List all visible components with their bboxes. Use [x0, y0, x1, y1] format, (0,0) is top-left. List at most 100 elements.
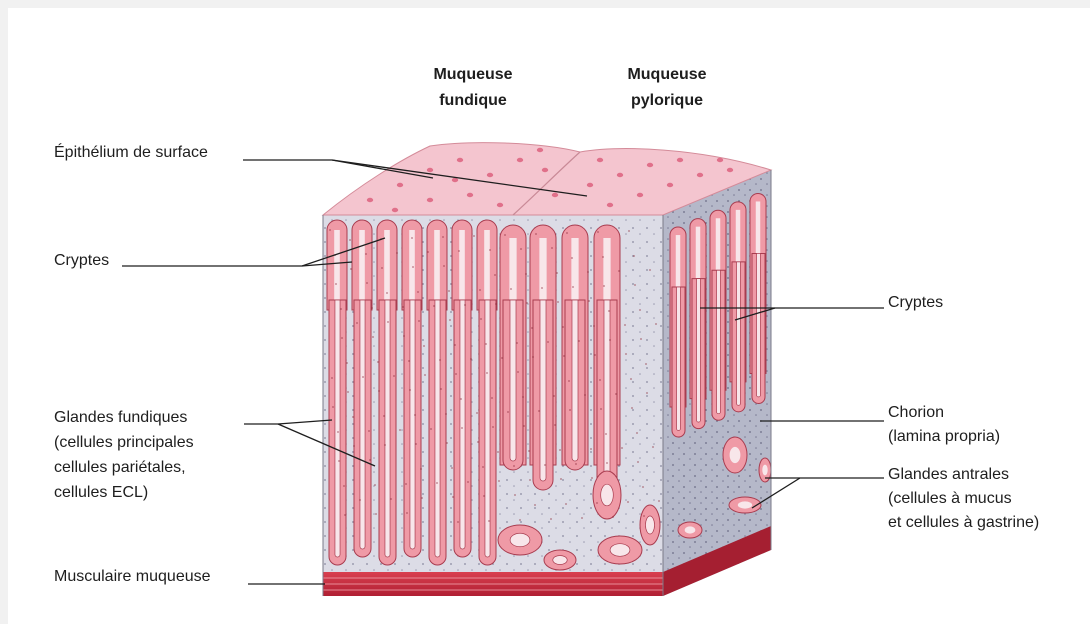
cell-nucleus-123: [590, 448, 592, 450]
cell-nucleus-116: [331, 377, 333, 379]
cell-nucleus-30: [449, 319, 451, 321]
label-fundic-glands: Glandes fundiques (cellules principales …: [54, 405, 194, 505]
cell-nucleus-170: [349, 239, 351, 241]
cell-nucleus-82: [393, 375, 395, 377]
cell-nucleus-77: [538, 410, 540, 412]
cell-nucleus-109: [402, 306, 404, 308]
cell-nucleus-177: [608, 310, 610, 312]
cell-nucleus-106: [621, 447, 623, 449]
cell-nucleus-12: [443, 265, 445, 267]
side-gland-3-lumen: [737, 262, 741, 405]
cell-nucleus-86: [541, 287, 543, 289]
cell-nucleus-70: [609, 339, 611, 341]
side-gland-1-lumen: [697, 279, 701, 422]
cell-nucleus-17: [628, 230, 630, 232]
antral-glands-line-3: et cellules à gastrine): [888, 511, 1039, 535]
cell-nucleus-144: [377, 361, 379, 363]
side-antral-lumen-2: [762, 465, 767, 476]
cell-nucleus-157: [528, 450, 530, 452]
side-gland-2-lumen: [717, 270, 721, 413]
cell-nucleus-152: [343, 485, 345, 487]
cell-nucleus-63: [350, 268, 352, 270]
cell-nucleus-41: [526, 302, 528, 304]
surface-pore-13: [647, 163, 653, 167]
pyloric-gland-1-lumen: [540, 300, 546, 481]
cell-nucleus-55: [384, 444, 386, 446]
cell-nucleus-155: [454, 344, 456, 346]
antral-gland-lumen-2: [610, 544, 630, 557]
fundic-gland-0-lumen: [335, 300, 340, 557]
cell-nucleus-141: [596, 502, 598, 504]
cell-nucleus-71: [646, 392, 648, 394]
cell-nucleus-143: [340, 308, 342, 310]
cell-nucleus-10: [369, 459, 371, 461]
surface-pore-5: [517, 158, 523, 162]
cell-nucleus-134: [337, 431, 339, 433]
cell-nucleus-24: [557, 301, 559, 303]
surface-pore-2: [427, 168, 433, 172]
cell-nucleus-117: [368, 430, 370, 432]
cell-nucleus-90: [359, 499, 361, 501]
cell-nucleus-36: [341, 337, 343, 339]
cell-nucleus-61: [606, 462, 608, 464]
fundic-glands-line-3: cellules pariétales,: [54, 455, 194, 480]
cell-nucleus-43: [600, 408, 602, 410]
cell-nucleus-56: [421, 497, 423, 499]
cell-nucleus-45: [344, 514, 346, 516]
cell-nucleus-102: [473, 235, 475, 237]
cell-nucleus-91: [396, 252, 398, 254]
cell-nucleus-118: [405, 483, 407, 485]
cell-nucleus-119: [442, 236, 444, 238]
cell-nucleus-135: [374, 484, 376, 486]
cell-nucleus-137: [448, 290, 450, 292]
cell-nucleus-3: [440, 388, 442, 390]
surface-pore-6: [542, 168, 548, 172]
cell-nucleus-113: [550, 518, 552, 520]
surface-pore-0: [367, 198, 373, 202]
cell-nucleus-126: [371, 307, 373, 309]
cell-nucleus-165: [494, 274, 496, 276]
cell-nucleus-132: [593, 325, 595, 327]
cell-nucleus-39: [452, 496, 454, 498]
cell-nucleus-35: [634, 284, 636, 286]
label-crypts-left: Cryptes: [54, 250, 109, 272]
cell-nucleus-149: [562, 326, 564, 328]
label-chorion: Chorion (lamina propria): [888, 401, 1000, 449]
fundic-crypt-0-lumen: [334, 230, 340, 310]
cell-nucleus-167: [568, 380, 570, 382]
cell-nucleus-158: [565, 503, 567, 505]
pyloric-gland-0-lumen: [510, 300, 516, 461]
cell-nucleus-59: [532, 356, 534, 358]
surface-pore-20: [452, 178, 458, 182]
cell-nucleus-139: [522, 396, 524, 398]
cell-nucleus-121: [516, 342, 518, 344]
cell-nucleus-92: [433, 305, 435, 307]
chorion-line-1: Chorion: [888, 401, 1000, 425]
cell-nucleus-9: [332, 406, 334, 408]
cell-nucleus-160: [639, 309, 641, 311]
cell-nucleus-49: [492, 426, 494, 428]
surface-pore-4: [487, 173, 493, 177]
cell-nucleus-31: [486, 372, 488, 374]
cell-nucleus-166: [531, 327, 533, 329]
fundic-gland-6-lumen: [485, 300, 490, 557]
cell-nucleus-28: [375, 513, 377, 515]
cell-nucleus-19: [372, 336, 374, 338]
surface-pore-24: [717, 158, 723, 162]
fundic-crypt-4-lumen: [434, 230, 440, 310]
cell-nucleus-8: [625, 353, 627, 355]
surface-pore-22: [537, 148, 543, 152]
cell-nucleus-29: [412, 266, 414, 268]
header-fundic-line-1: Muqueuse: [418, 62, 528, 88]
cell-nucleus-68: [535, 233, 537, 235]
surface-pore-7: [427, 198, 433, 202]
surface-pore-15: [697, 173, 703, 177]
cell-nucleus-52: [603, 285, 605, 287]
side-gland-4-lumen: [757, 253, 761, 396]
cell-nucleus-111: [476, 412, 478, 414]
label-crypts-right: Cryptes: [888, 292, 943, 314]
fundic-gland-3-lumen: [410, 300, 415, 549]
cell-nucleus-2: [403, 335, 405, 337]
cell-nucleus-11: [406, 512, 408, 514]
surface-pore-19: [667, 183, 673, 187]
